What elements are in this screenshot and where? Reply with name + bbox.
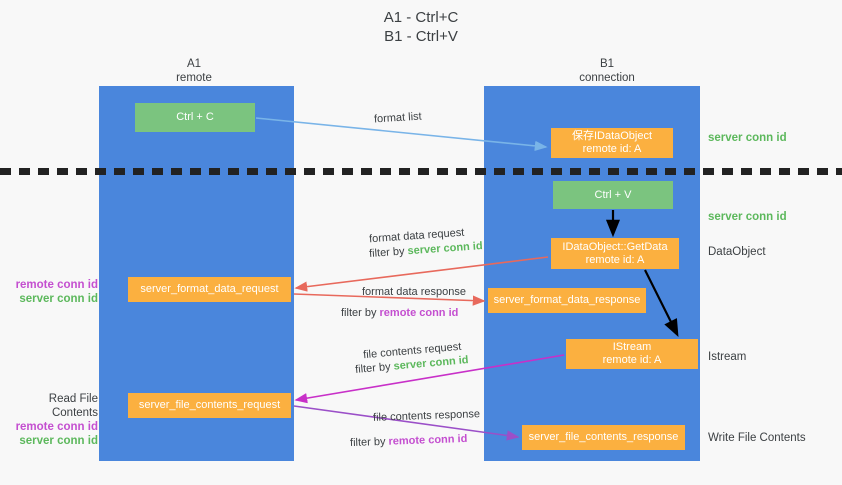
label-server-conn-id-mid: server conn id [708, 211, 787, 223]
box-getdata-line2: remote id: A [585, 253, 645, 266]
label-server-conn-id-top: server conn id [708, 132, 787, 144]
label-read-file-contents: Read File Contents [48, 393, 98, 419]
box-server-file-contents-response-label: server_file_contents_response [528, 431, 679, 443]
box-server-file-contents-request[interactable]: server_file_contents_request [128, 393, 291, 418]
box-idataobject-getdata[interactable]: IDataObject::GetData remote id: A [551, 238, 679, 269]
label-dataobject: DataObject [708, 246, 766, 258]
column-b1-name: B1 [599, 58, 615, 70]
page-title: A1 - Ctrl+C B1 - Ctrl+V [0, 8, 842, 46]
label-istream: Istream [708, 351, 747, 363]
box-ctrl-v[interactable]: Ctrl + V [553, 181, 673, 209]
label-write-file-contents: Write File Contents [708, 432, 806, 444]
column-header-b1: B1 connection [537, 57, 677, 85]
box-istream-line1: IStream [612, 341, 652, 353]
label-format-data-response-filter: filter by remote conn id [341, 306, 458, 320]
box-istream[interactable]: IStream remote id: A [566, 339, 698, 369]
column-header-a1: A1 remote [124, 57, 264, 85]
box-server-file-contents-response[interactable]: server_file_contents_response [522, 425, 685, 450]
filter-prefix: filter by [341, 307, 380, 319]
label-remote-conn-id-1: remote conn id [15, 279, 98, 291]
box-ctrl-v-label: Ctrl + V [594, 188, 632, 201]
box-istream-line2: remote id: A [602, 354, 662, 366]
filter-value-remote-conn-id: remote conn id [379, 307, 459, 319]
box-save-idataobject[interactable]: 保存IDataObject remote id: A [551, 128, 673, 158]
label-format-data-response: format data response [362, 286, 466, 298]
box-ctrl-c[interactable]: Ctrl + C [135, 103, 255, 132]
box-server-format-data-request-label: server_format_data_request [140, 283, 279, 295]
filter-value-server-conn-id: server conn id [407, 240, 483, 258]
box-server-file-contents-request-label: server_file_contents_request [138, 399, 281, 411]
label-remote-conn-id-2: remote conn id [15, 421, 98, 433]
box-save-idataobject-line1: 保存IDataObject [571, 130, 653, 142]
dashed-separator [0, 168, 842, 175]
label-read-file-contents-group: Read File Contents remote conn id server… [10, 392, 98, 448]
label-server-conn-id-2: server conn id [19, 435, 98, 447]
column-a1-subtitle: remote [176, 72, 212, 84]
box-getdata-line1: IDataObject::GetData [562, 240, 668, 253]
filter-prefix: filter by [349, 435, 389, 450]
filter-prefix: filter by [368, 245, 408, 260]
label-format-list: format list [373, 110, 423, 126]
box-server-format-data-response-label: server_format_data_response [493, 294, 641, 306]
box-ctrl-c-label: Ctrl + C [176, 111, 214, 123]
filter-value-remote-conn-id: remote conn id [388, 432, 468, 448]
column-b1-subtitle: connection [579, 72, 635, 84]
column-a1-name: A1 [186, 58, 202, 70]
label-conn-ids-format: remote conn id server conn id [10, 278, 98, 306]
label-file-contents-response: file contents response [372, 408, 481, 424]
label-file-contents-response-filter: filter by remote conn id [350, 432, 468, 450]
label-server-conn-id-1: server conn id [19, 293, 98, 305]
box-server-format-data-response[interactable]: server_format_data_response [488, 288, 646, 313]
filter-prefix: filter by [354, 360, 395, 376]
box-server-format-data-request[interactable]: server_format_data_request [128, 277, 291, 302]
box-save-idataobject-line2: remote id: A [582, 143, 642, 155]
title-line-1: A1 - Ctrl+C [383, 9, 459, 26]
title-line-2: B1 - Ctrl+V [384, 28, 458, 45]
